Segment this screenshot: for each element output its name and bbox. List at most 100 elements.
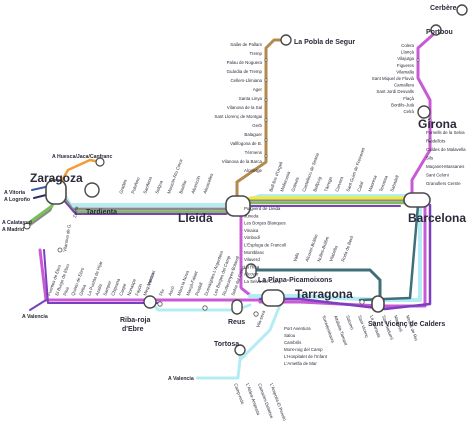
station-label: Granollers Centre (426, 181, 461, 186)
line-coast-violet (258, 203, 432, 311)
dest-valencia: A Valencia (22, 314, 48, 320)
hub-la-plana-marker[interactable] (245, 263, 257, 279)
station-markers (264, 58, 432, 158)
station-label: Torredembarra (321, 315, 336, 344)
station-marker (202, 305, 208, 311)
station-label: Sant Jordi Desvalls (376, 89, 414, 94)
station-marker (416, 58, 420, 62)
hub-barcelona-marker[interactable] (403, 192, 431, 208)
station-label: Tàrrega (323, 176, 333, 193)
station-label: Terrassa (378, 174, 389, 192)
station-label: Gerb (252, 123, 262, 128)
hub-la-pobla-marker[interactable] (280, 34, 292, 46)
hub-labels: Zaragoza Lleida Barcelona Tarragona Giro… (30, 5, 466, 348)
dest-logrono: A Logroño (4, 197, 30, 203)
hub-lleida-marker[interactable] (225, 195, 251, 217)
label-tortosa: Tortosa (214, 341, 239, 348)
station-label: Bordils-Juià (391, 102, 414, 107)
station-label: Gelsa (78, 283, 87, 296)
station-label: Cervera (334, 175, 344, 192)
station-marker (264, 78, 268, 82)
line-plana-sant-vicenc (248, 268, 382, 307)
station-marker (253, 311, 259, 317)
station-label: Poleñino (130, 176, 141, 194)
station-label: Mont-roig del Camp (284, 347, 323, 352)
station-label: Montblanc (244, 250, 265, 255)
hub-sant-vicenc-marker[interactable] (371, 295, 385, 313)
station-label: Samper (102, 280, 112, 297)
station-label: Cambrils (284, 340, 302, 345)
station-label: Maçanet-Massanes (426, 164, 465, 169)
station-label: Térmens (245, 150, 263, 155)
station-label: Vinaixa (244, 228, 259, 233)
station-label: Pradell (194, 282, 203, 297)
dest-calatayud: A Calatayud (2, 220, 32, 226)
station-label: Vilaverd (244, 257, 260, 262)
station-label: Tremp (249, 51, 262, 56)
station-label: La Selva del Camp (244, 279, 282, 284)
station-marker (359, 299, 365, 305)
station-label: Fayón (134, 283, 143, 297)
station-marker (264, 138, 268, 142)
hub-portbou-marker[interactable] (430, 24, 442, 36)
line-lleida-la-pobla (235, 38, 288, 197)
station-label: Salàs de Pallars (230, 42, 263, 47)
station-label: Martorell (393, 315, 404, 333)
station-label: Port Aventura (284, 326, 311, 331)
hub-girona-marker[interactable] (417, 105, 431, 119)
station-label: Vilajuïga (397, 56, 414, 61)
line-zaragoza-huesca (56, 158, 102, 189)
terminal-madrid-marker (23, 222, 31, 230)
station-label: Vila-seca (255, 309, 266, 328)
label-riba-roja-2: d'Ebre (122, 326, 144, 333)
hub-reus-marker[interactable] (231, 299, 243, 315)
station-marker (264, 154, 268, 158)
station-label: Manresa (367, 174, 378, 192)
station-label: Mollerussa (279, 170, 291, 192)
hub-tardienta-marker[interactable] (84, 182, 100, 198)
station-label: Bellpuig (312, 175, 322, 192)
hub-zaragoza-marker[interactable] (45, 179, 67, 205)
station-label: Sils (426, 156, 434, 161)
station-label: Vilanova de G. (62, 223, 72, 252)
station-label: Palau de Noguera (227, 60, 263, 65)
station-label: Camp-redó (233, 383, 245, 406)
terminal-huesca-marker (95, 157, 105, 167)
station-label: Salomó (345, 315, 355, 331)
station-marker (264, 98, 268, 102)
station-label: Celrà (404, 109, 415, 114)
label-barcelona: Barcelona (408, 211, 466, 225)
station-marker (264, 58, 268, 62)
station-label: Colera (401, 43, 414, 48)
hub-stations (23, 4, 468, 356)
station-label: Flix (158, 287, 165, 296)
station-label: L'Hospitalet de l'Infant (284, 354, 328, 359)
station-label: Alcover (244, 272, 259, 277)
label-tarragona: Tarragona (295, 287, 353, 301)
station-label: Roda de Berà (340, 235, 354, 263)
station-marker (264, 118, 268, 122)
station-label: Selgua (154, 179, 164, 194)
label-la-plana: La Plana-Picamoixons (258, 277, 332, 284)
station-label: Puigverd de Lleida (244, 206, 281, 211)
label-girona: Girona (418, 117, 457, 131)
station-label: Sant Llorenç de Montgai (214, 114, 262, 119)
minor-station-circles (57, 247, 365, 317)
station-label: Les Borges Blanques (244, 221, 287, 226)
station-label: Fornells de la Selva (426, 130, 465, 135)
station-marker (428, 138, 432, 142)
station-label: Vimbodí (244, 235, 261, 240)
station-label: Santa Linya (239, 96, 263, 101)
station-label: Vilamalla (396, 69, 414, 74)
station-label: Vilabella (328, 245, 339, 263)
hub-tarragona-marker[interactable] (261, 289, 285, 307)
hub-cerbere-marker[interactable] (456, 4, 468, 16)
hub-riba-roja-marker[interactable] (143, 295, 157, 309)
station-label: Azaila (94, 283, 103, 296)
station-label: Llançà (401, 50, 414, 55)
hub-tortosa-marker[interactable] (234, 344, 246, 356)
label-portbou: Portbou (426, 29, 453, 36)
station-label: Vallfogona de B. (230, 141, 262, 146)
station-label: L'Ametlla de Mar (284, 361, 317, 366)
station-label: Almacelles (202, 172, 214, 194)
